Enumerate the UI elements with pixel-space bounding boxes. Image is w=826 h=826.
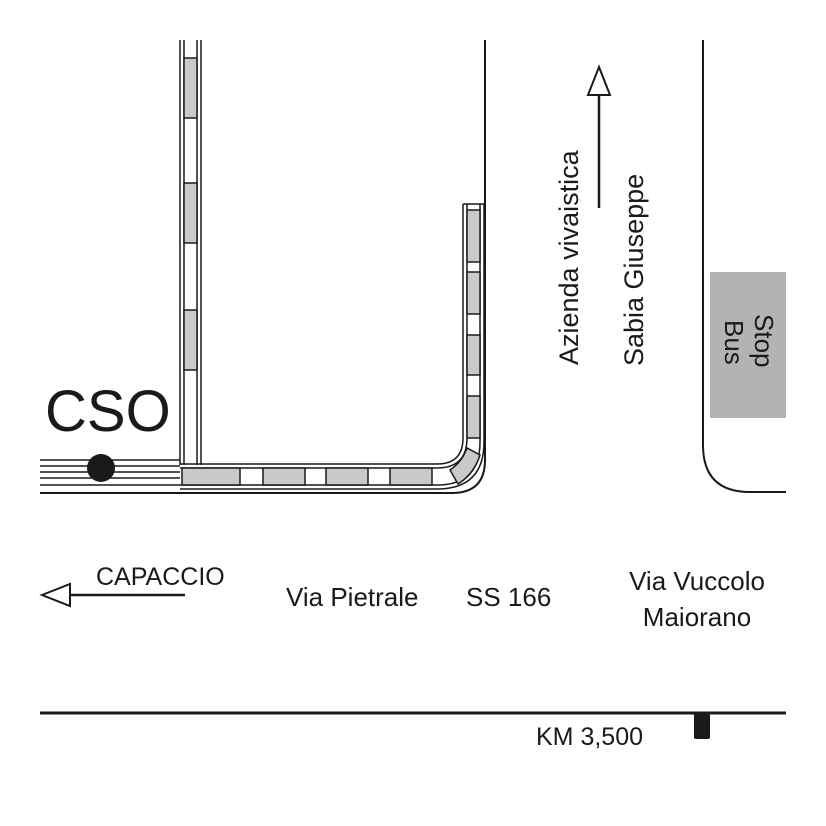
cso-label: CSO bbox=[45, 379, 171, 444]
bus-stop-box bbox=[710, 272, 786, 418]
via-vuccolo-label-line1: Via Vuccolo bbox=[629, 566, 765, 596]
pipe-segment bbox=[389, 467, 433, 486]
via-vuccolo-label-line2: Maiorano bbox=[643, 602, 751, 632]
pipe-segment bbox=[466, 209, 481, 263]
ss166-label: SS 166 bbox=[466, 582, 551, 612]
pipe-segment bbox=[325, 467, 369, 486]
km-label: KM 3,500 bbox=[536, 723, 643, 751]
bus-stop-label-bus: Bus bbox=[719, 320, 749, 365]
pipe-segment bbox=[183, 182, 198, 244]
pipe-segment bbox=[466, 271, 481, 315]
capaccio-label: CAPACCIO bbox=[96, 563, 225, 591]
azienda-label: Azienda vivaistica bbox=[554, 149, 584, 365]
road-edge-west bbox=[40, 40, 486, 494]
north-arrow-icon bbox=[586, 64, 612, 208]
pipe-segment-corner bbox=[449, 446, 481, 486]
pipe-segment bbox=[466, 334, 481, 376]
via-pietrale-label: Via Pietrale bbox=[286, 582, 419, 612]
pipe-segment bbox=[262, 467, 306, 486]
pipe-segment bbox=[181, 467, 241, 486]
main-pipe bbox=[180, 203, 485, 490]
west-arrow-icon bbox=[39, 582, 185, 608]
sabia-label: Sabia Giuseppe bbox=[619, 174, 649, 366]
road-edge-east bbox=[702, 40, 786, 493]
cso-marker-icon bbox=[87, 454, 115, 482]
bus-stop-label-stop: Stop bbox=[749, 314, 779, 368]
km-marker-icon bbox=[694, 713, 710, 739]
pipe-segment bbox=[183, 57, 198, 119]
pipe-segment bbox=[183, 309, 198, 371]
pipe-segment bbox=[466, 395, 481, 439]
left-vertical-pipe bbox=[179, 40, 202, 465]
